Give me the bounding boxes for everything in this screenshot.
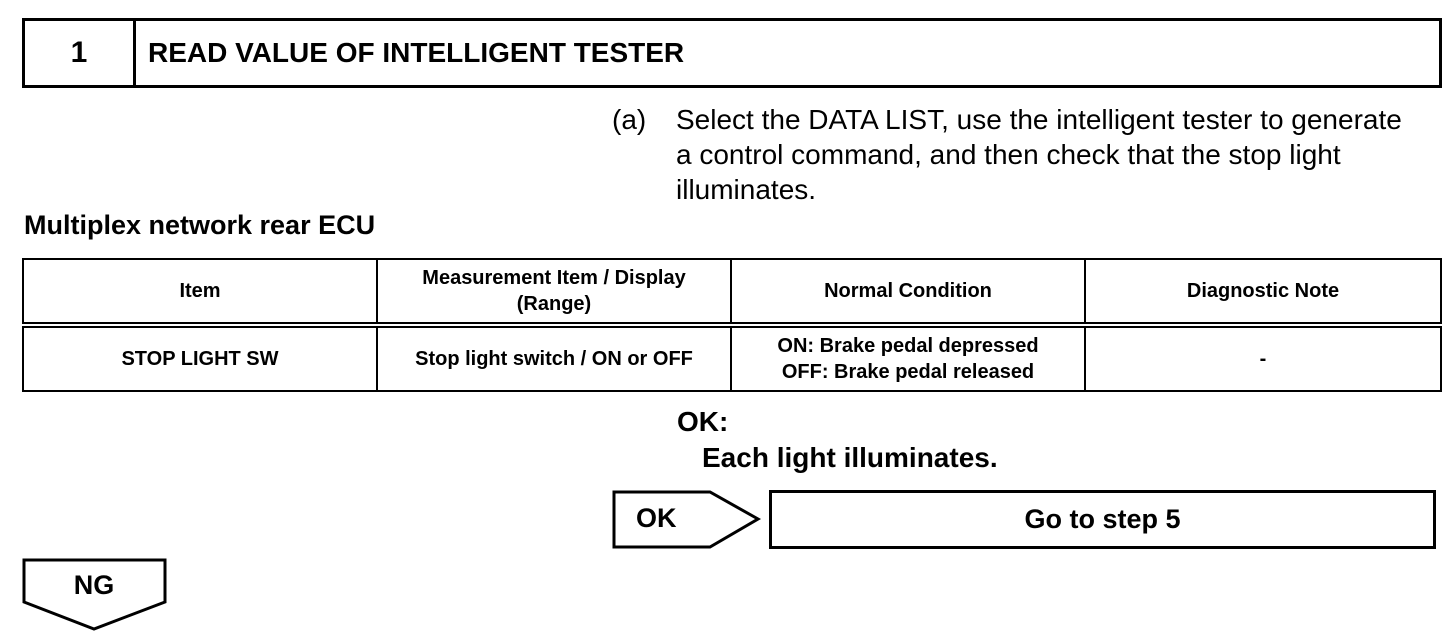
go-to-step-box[interactable]: Go to step 5 xyxy=(769,490,1436,549)
step-header: 1 READ VALUE OF INTELLIGENT TESTER xyxy=(22,18,1442,88)
instruction: (a) Select the DATA LIST, use the intell… xyxy=(612,102,1412,207)
ng-arrow-icon xyxy=(22,558,167,631)
cell-item: STOP LIGHT SW xyxy=(22,324,378,392)
header-item: Item xyxy=(22,258,378,328)
header-measurement: Measurement Item / Display (Range) xyxy=(376,258,732,328)
cell-measurement: Stop light switch / ON or OFF xyxy=(376,324,732,392)
instruction-text: Select the DATA LIST, use the intelligen… xyxy=(676,104,1402,205)
ng-arrow-label: NG xyxy=(73,570,115,600)
table-header-row: Item Measurement Item / Display (Range) … xyxy=(22,258,1442,328)
ok-arrow-icon xyxy=(612,490,762,549)
cell-normal-condition: ON: Brake pedal depressed OFF: Brake ped… xyxy=(730,324,1086,392)
instruction-marker: (a) xyxy=(612,104,647,135)
step-title: READ VALUE OF INTELLIGENT TESTER xyxy=(148,37,685,68)
header-normal-condition: Normal Condition xyxy=(730,258,1086,328)
ok-result-label: OK: xyxy=(677,406,729,437)
ok-result-text: Each light illuminates. xyxy=(702,442,998,473)
condition-line-off: OFF: Brake pedal released xyxy=(781,361,1035,383)
condition-line-on: ON: Brake pedal depressed xyxy=(777,335,1039,357)
go-to-step-text: Go to step 5 xyxy=(1024,504,1181,534)
table-row: STOP LIGHT SW Stop light switch / ON or … xyxy=(22,324,1442,392)
data-list-table: Item Measurement Item / Display (Range) … xyxy=(22,258,1442,392)
step-number: 1 xyxy=(25,21,136,85)
section-title: Multiplex network rear ECU xyxy=(24,210,376,240)
ok-arrow-label: OK xyxy=(636,503,677,533)
cell-diagnostic-note: - xyxy=(1084,324,1442,392)
header-diagnostic-note: Diagnostic Note xyxy=(1084,258,1442,328)
